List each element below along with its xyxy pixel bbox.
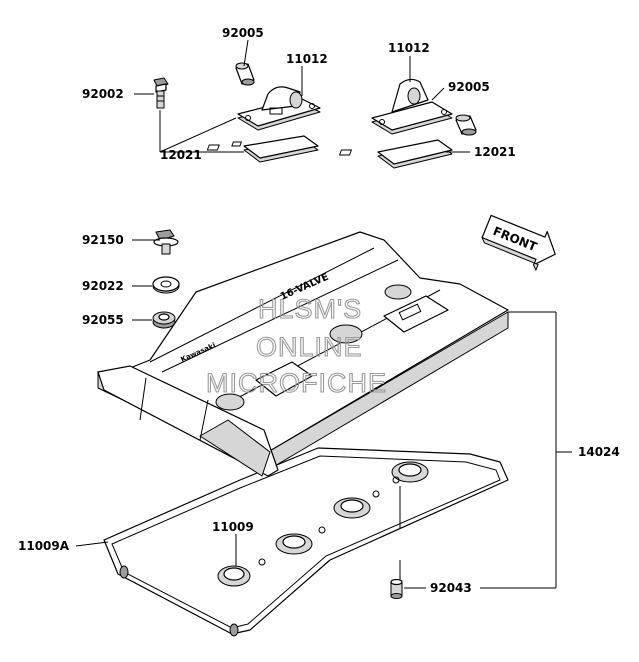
- watermark-line1: HLSM'S: [258, 294, 362, 324]
- plug-gasket-2: [275, 533, 313, 555]
- label-92055: 92055: [82, 313, 124, 327]
- label-11012-left: 11012: [286, 52, 328, 66]
- label-92022: 92022: [82, 279, 124, 293]
- grommet-92055: [152, 311, 176, 329]
- label-11009a: 11009A: [18, 539, 70, 553]
- label-92150: 92150: [82, 233, 124, 247]
- plug-gasket-1: [217, 565, 251, 587]
- breather-plate-12021-left: [206, 135, 319, 163]
- breather-cover-11012-right: [371, 78, 453, 135]
- breather-plate-12021-right: [338, 139, 453, 169]
- label-92043: 92043: [430, 581, 472, 595]
- label-11012-right: 11012: [388, 41, 430, 55]
- small-washers: [258, 476, 400, 566]
- washer-92022: [152, 276, 180, 294]
- bolt-92002: [153, 77, 169, 109]
- grommet-92005-right: [455, 114, 477, 136]
- breather-cover-11012-left: [237, 86, 321, 131]
- label-92002: 92002: [82, 87, 124, 101]
- cylinder-head-cover: 16-VALVE Kawasaki: [97, 231, 509, 477]
- label-92005-right: 92005: [448, 80, 490, 94]
- bolt-92150: [153, 229, 179, 255]
- leader-lines: [75, 39, 572, 589]
- label-14024: 14024: [578, 445, 620, 459]
- label-12021-right: 12021: [474, 145, 516, 159]
- watermark-line2: ONLINE: [256, 332, 363, 362]
- label-11009: 11009: [212, 520, 254, 534]
- label-12021-left: 12021: [160, 148, 202, 162]
- grommet-92005-left: [235, 62, 255, 86]
- plug-gasket-4: [391, 461, 429, 483]
- plug-gasket-3: [333, 497, 371, 519]
- label-92005-left: 92005: [222, 26, 264, 40]
- watermark: HLSM'S ONLINE MICROFICHE: [205, 293, 387, 398]
- dowel-pin-92043: [390, 578, 403, 599]
- watermark-line3: MICROFICHE: [206, 368, 387, 398]
- front-arrow-icon: FRONT: [481, 214, 556, 271]
